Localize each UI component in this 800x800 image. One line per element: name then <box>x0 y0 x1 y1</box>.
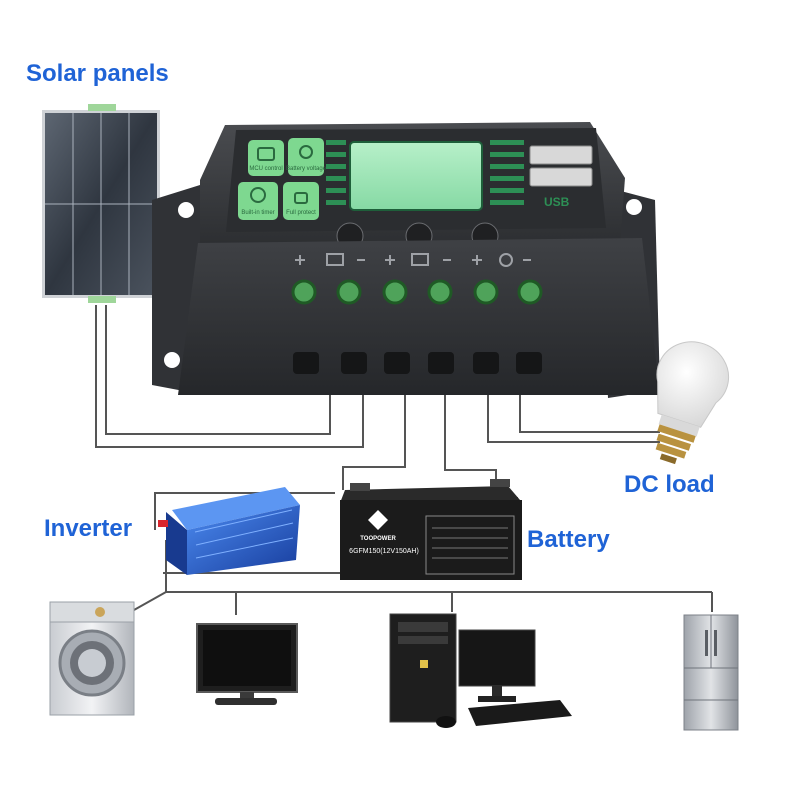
battery-terminal-icon <box>411 253 429 266</box>
terminal-screws <box>291 279 543 305</box>
battery-brand: TOOPOWER <box>360 536 396 542</box>
monitor <box>196 623 298 705</box>
mouse <box>436 716 456 728</box>
panel-output-label <box>88 296 116 303</box>
desktop-computer <box>389 613 572 728</box>
battery-logo <box>368 510 388 530</box>
battery-voltage-label: Battery voltage <box>286 166 327 172</box>
lock-icon <box>294 192 308 204</box>
bulb-terminal-icon <box>499 253 513 267</box>
terminal-screw <box>427 279 453 305</box>
inverter-switch[interactable] <box>158 520 168 527</box>
usb-label: USB <box>544 195 570 209</box>
mcu-control-button[interactable] <box>248 140 284 176</box>
wiring <box>95 305 713 615</box>
full-protect-label: Full protect <box>286 210 316 216</box>
dc-load-label: DC load <box>624 471 715 498</box>
solar-panels-label: Solar panels <box>26 60 169 87</box>
usb-port-2[interactable] <box>529 167 593 187</box>
terminal-screw <box>517 279 543 305</box>
panel-junction-label <box>88 104 116 111</box>
clock-icon <box>250 187 266 203</box>
gear-icon <box>299 145 313 159</box>
wire-battery-positive <box>342 383 406 490</box>
wire-slot <box>293 352 319 374</box>
inverter <box>158 487 300 575</box>
mcu-control-label: MCU control <box>249 166 282 172</box>
terminal-screw <box>291 279 317 305</box>
built-in-timer-label: Built-in timer <box>241 210 274 216</box>
full-protect-button[interactable] <box>283 182 319 220</box>
mcu-chip-icon <box>257 147 275 161</box>
battery-label: Battery <box>527 526 610 553</box>
wire-load-positive <box>487 383 660 443</box>
keyboard <box>468 700 572 726</box>
terminal-screw <box>336 279 362 305</box>
wire-drop-washer <box>133 591 167 611</box>
wire-solar-positive <box>95 305 364 448</box>
wire-slot <box>341 352 367 374</box>
washer-knob <box>95 607 105 617</box>
battery: TOOPOWER 6GFM150(12V150AH) <box>340 479 522 580</box>
lcd-screen <box>349 141 483 211</box>
pc-monitor <box>458 629 536 687</box>
wire-slot <box>516 352 542 374</box>
wire-slot <box>384 352 410 374</box>
wire-solar-negative <box>105 305 331 435</box>
solar-panel <box>42 104 160 303</box>
light-bulb <box>655 341 730 465</box>
wire-load-negative <box>519 383 660 433</box>
usb-port-1[interactable] <box>529 145 593 165</box>
terminal-screw <box>382 279 408 305</box>
washing-machine <box>49 601 135 716</box>
wire-slot <box>428 352 454 374</box>
charge-controller: MCU control Battery voltage Built-in tim… <box>152 122 660 398</box>
wire-slot <box>473 352 499 374</box>
inverter-label: Inverter <box>44 515 133 542</box>
battery-model: 6GFM150(12V150AH) <box>349 548 419 555</box>
terminal-screw <box>473 279 499 305</box>
solar-terminal-icon <box>326 253 344 266</box>
refrigerator <box>683 614 739 731</box>
